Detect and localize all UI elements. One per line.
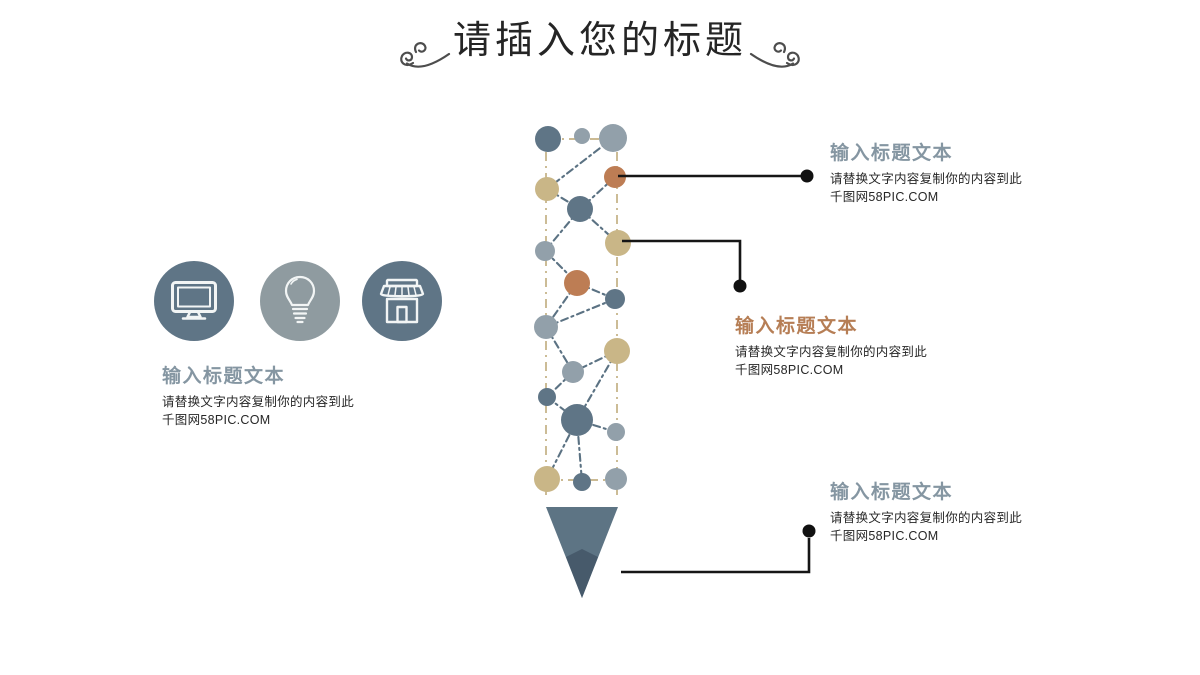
block-title: 输入标题文本 [162, 366, 286, 387]
network-connections [543, 136, 620, 484]
network-dots [534, 124, 631, 492]
icon-circle-monitor [154, 261, 234, 341]
block-source: 千图网58PIC.COM [162, 412, 271, 427]
slide-title: 请插入您的标题 [452, 18, 747, 62]
storefront-icon [379, 278, 425, 324]
callout-block-middle-right: 输入标题文本 请替换文字内容复制你的内容到此 千图网58PIC.COM [735, 316, 965, 379]
callout-endpoints [733, 169, 816, 538]
block-body: 请替换文字内容复制你的内容到此 [830, 172, 1023, 186]
block-body: 请替换文字内容复制你的内容到此 [830, 511, 1023, 525]
block-title: 输入标题文本 [830, 143, 954, 164]
block-source: 千图网58PIC.COM [830, 528, 939, 543]
monitor-icon [171, 281, 217, 320]
block-source: 千图网58PIC.COM [735, 362, 844, 377]
block-body: 请替换文字内容复制你的内容到此 [735, 345, 928, 359]
block-source: 千图网58PIC.COM [830, 189, 939, 204]
callout-line-bottom [621, 538, 811, 574]
block-title: 输入标题文本 [735, 316, 859, 337]
icon-circle-lightbulb [260, 261, 340, 341]
block-body: 请替换文字内容复制你的内容到此 [162, 395, 355, 409]
callout-block-bottom-right: 输入标题文本 请替换文字内容复制你的内容到此 千图网58PIC.COM [830, 482, 1060, 545]
callout-block-left: 输入标题文本 请替换文字内容复制你的内容到此 千图网58PIC.COM [162, 366, 392, 429]
callout-line-middle [622, 239, 742, 280]
callout-block-top-right: 输入标题文本 请替换文字内容复制你的内容到此 千图网58PIC.COM [830, 143, 1060, 206]
block-title: 输入标题文本 [830, 482, 954, 503]
icon-circle-storefront [362, 261, 442, 341]
title-row: 请插入您的标题 [0, 16, 1200, 72]
pencil-tip [546, 507, 618, 598]
flourish-right-icon [749, 42, 800, 68]
flourish-left-icon [400, 42, 451, 68]
lightbulb-icon [284, 275, 316, 324]
callout-lines [618, 174, 811, 574]
